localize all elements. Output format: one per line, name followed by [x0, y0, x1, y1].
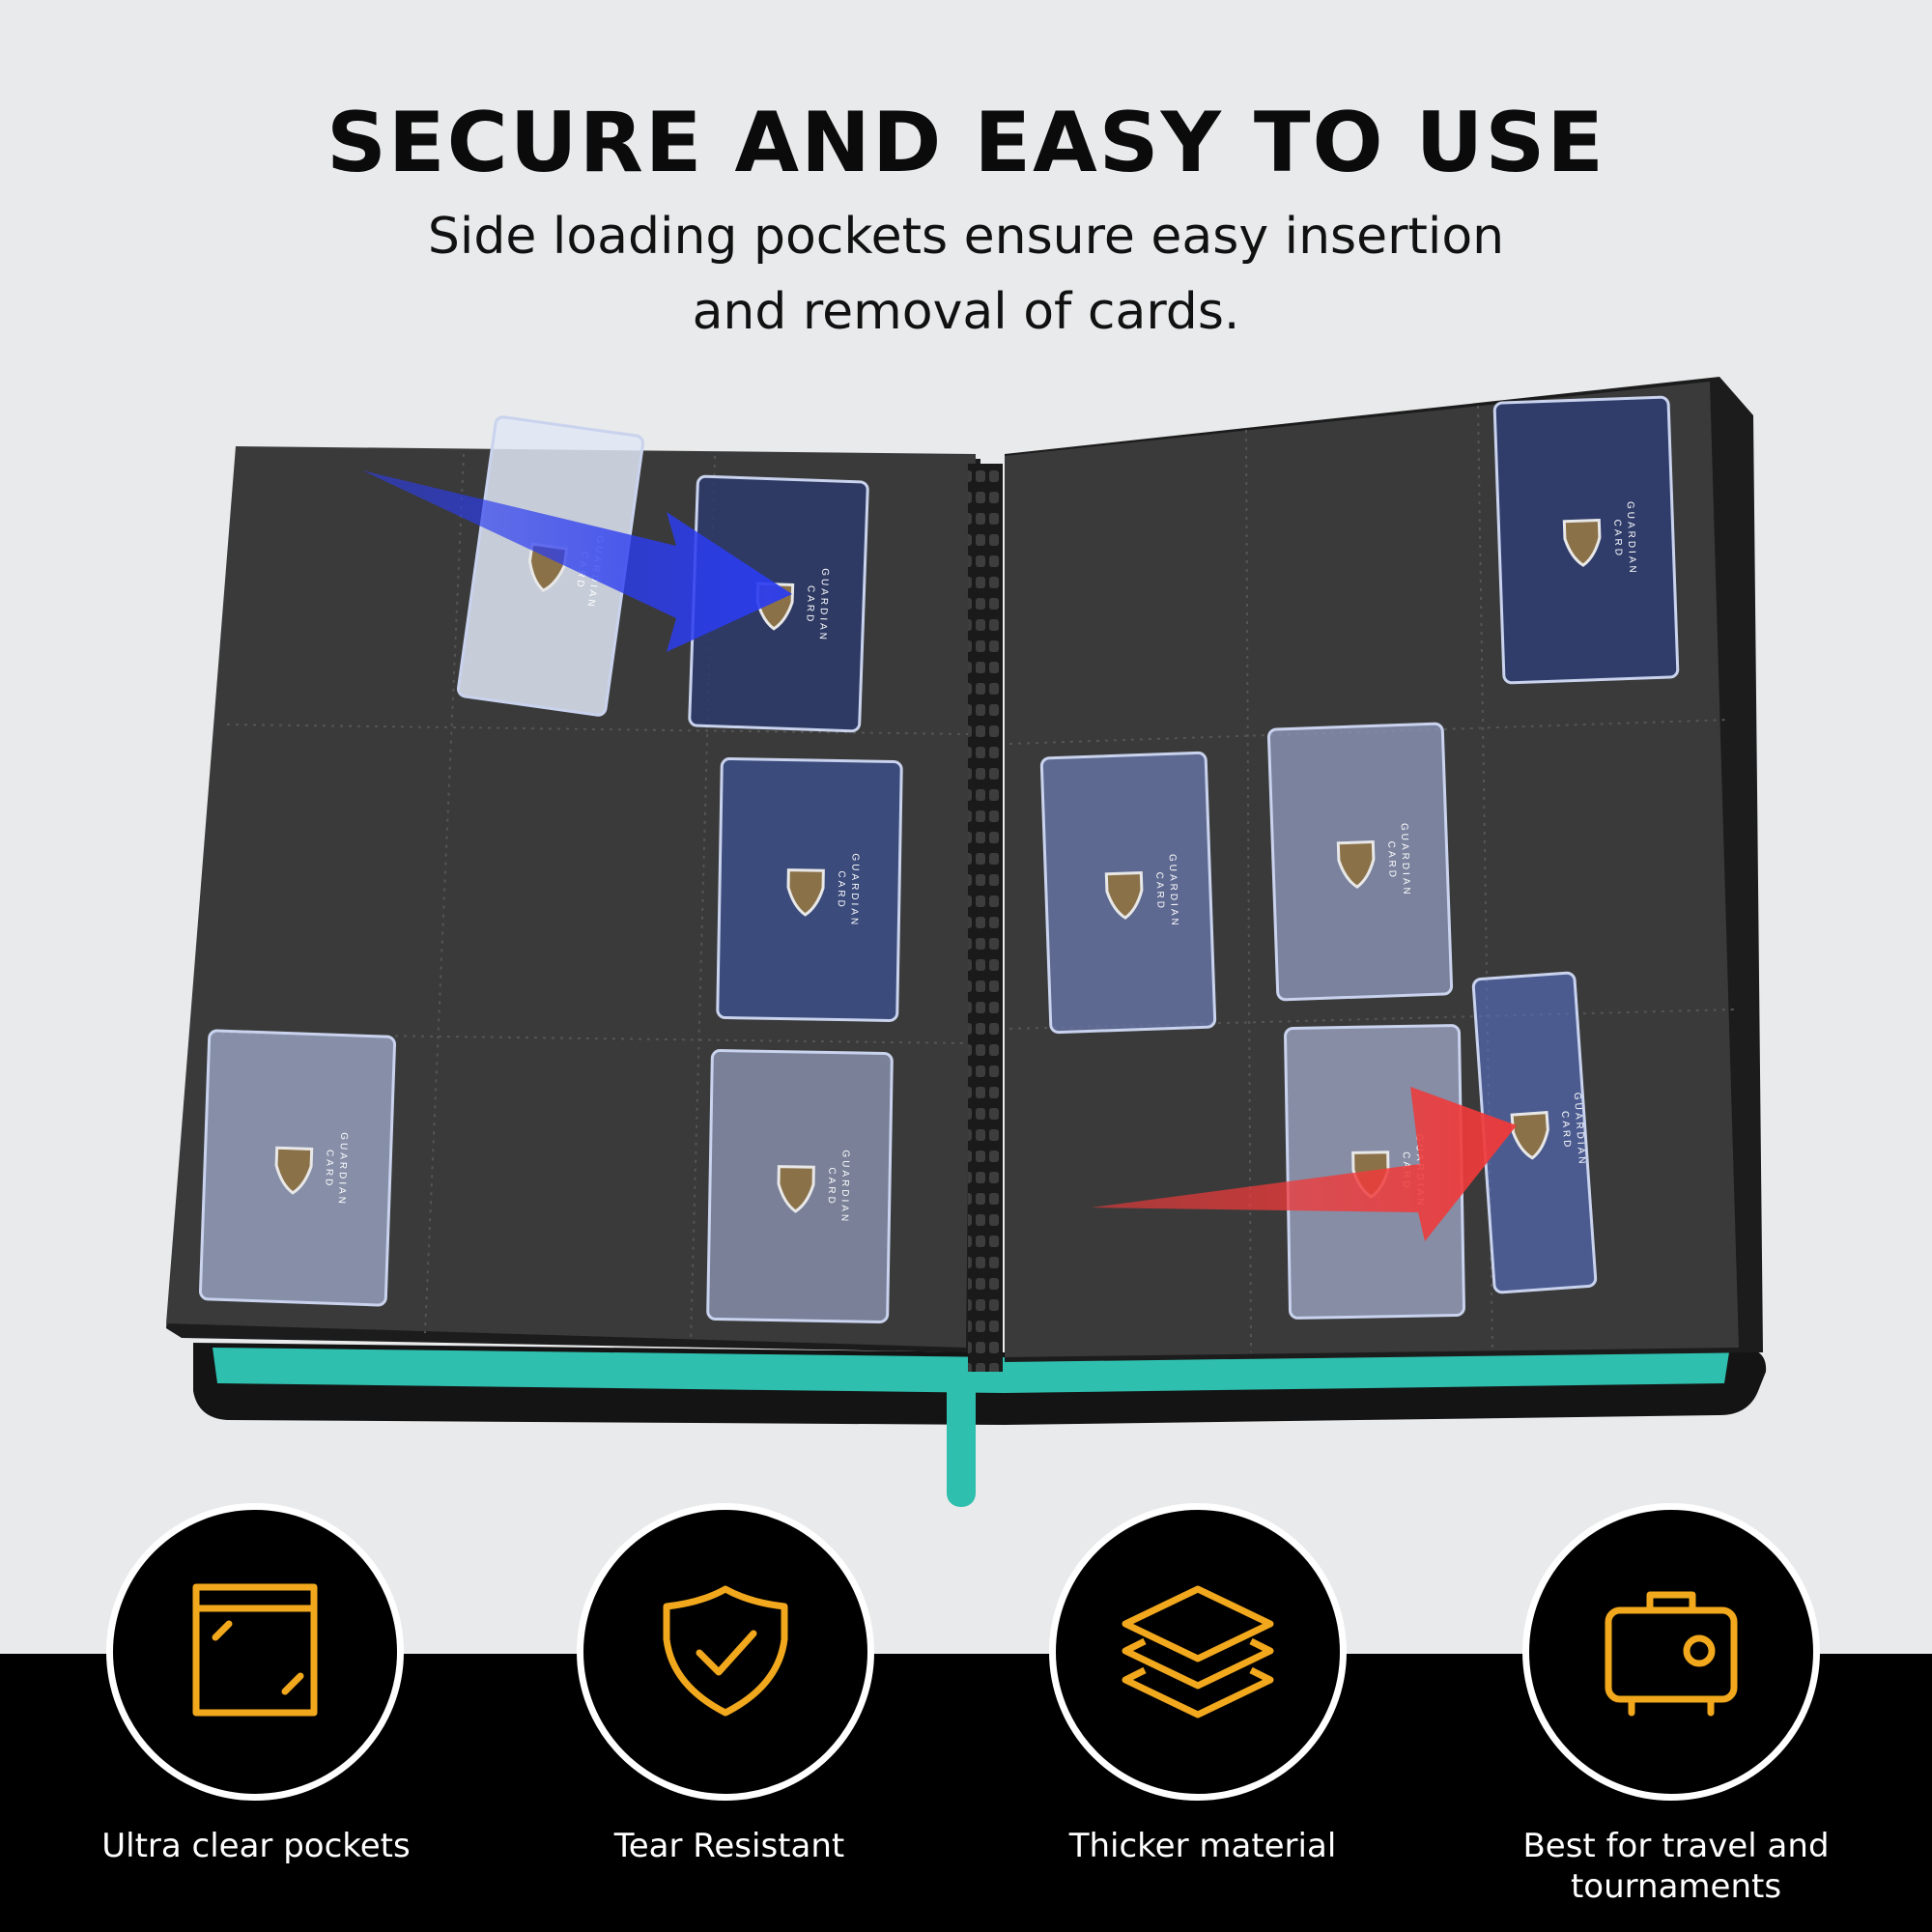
card-brand-text: GUARDIAN	[1399, 823, 1412, 897]
zipper-pull	[947, 1372, 976, 1507]
feature-label-tear: Tear Resistant	[613, 1827, 845, 1865]
card-brand-text: CARD	[1611, 520, 1623, 559]
card-brand-text: CARD	[1153, 872, 1165, 912]
card-shield-logo	[1510, 1110, 1549, 1160]
card-brand-text: CARD	[804, 585, 815, 625]
shield-check-icon	[653, 1577, 798, 1727]
insert-arrow-red	[1092, 1087, 1517, 1241]
headline: SECURE AND EASY TO USE	[326, 95, 1606, 191]
card-brand-text: CARD	[826, 1167, 838, 1207]
card-shield-logo	[786, 868, 825, 917]
card-brand-text: GUARDIAN	[848, 853, 860, 927]
card-brand-text: CARD	[1559, 1111, 1573, 1151]
card-brand-text: GUARDIAN	[1572, 1093, 1587, 1167]
card-brand-text: GUARDIAN	[838, 1150, 850, 1224]
feature-layers	[1049, 1503, 1347, 1801]
spine-zipper	[947, 464, 1003, 1507]
feature-label-thicker: Thicker material	[1068, 1827, 1337, 1865]
pocket-icon	[183, 1577, 327, 1727]
subtitle-line-1: Side loading pockets ensure easy inserti…	[427, 208, 1505, 266]
card-shield-logo	[1104, 870, 1144, 920]
layers-icon	[1116, 1577, 1280, 1727]
card-brand-text: CARD	[836, 870, 847, 910]
insert-arrow-blue	[362, 470, 792, 652]
suitcase-icon	[1599, 1577, 1744, 1727]
card-shield-logo	[1562, 518, 1602, 567]
card-shield-logo	[1336, 839, 1376, 889]
card-brand-text: GUARDIAN	[1167, 854, 1180, 928]
card-shield-logo	[777, 1165, 815, 1213]
feature-pocket	[106, 1503, 404, 1801]
card-brand-text: GUARDIAN	[336, 1132, 350, 1207]
feature-label-travel: Best for travel and tournaments	[1522, 1827, 1830, 1906]
card-brand-text: GUARDIAN	[1625, 501, 1638, 576]
card-brand-text: CARD	[1385, 841, 1397, 881]
feature-label-pockets: Ultra clear pockets	[101, 1827, 411, 1865]
subtitle-line-2: and removal of cards.	[692, 283, 1240, 341]
card-shield-logo	[274, 1146, 314, 1195]
feature-shield	[577, 1503, 874, 1801]
card-brand-text: GUARDIAN	[817, 568, 831, 642]
feature-suitcase	[1522, 1503, 1820, 1801]
card-brand-text: CARD	[323, 1150, 334, 1189]
